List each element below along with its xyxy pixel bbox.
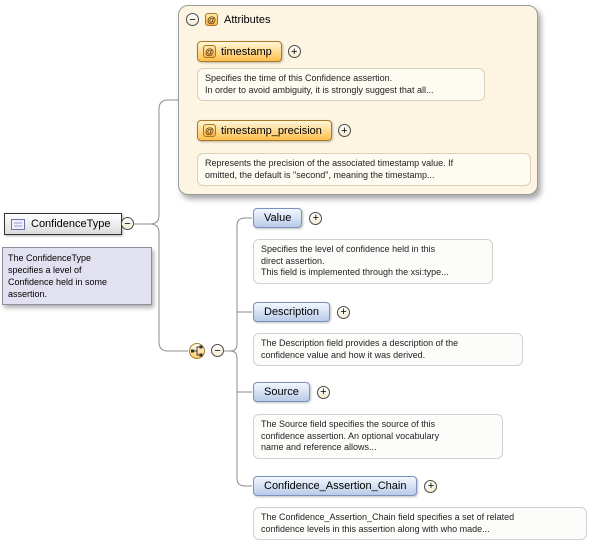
element-description[interactable]: Description xyxy=(253,302,331,322)
complextype-icon xyxy=(11,218,25,230)
element-confidence-assertion-chain[interactable]: Confidence_Assertion_Chain xyxy=(253,476,418,496)
element-description-expand-toggle[interactable]: + xyxy=(337,305,351,319)
attribute-icon: @ xyxy=(203,124,216,137)
attributes-collapse-toggle[interactable]: − xyxy=(186,13,199,26)
element-source[interactable]: Source xyxy=(253,382,310,402)
attributes-panel-header: − @ Attributes xyxy=(186,13,270,26)
attributes-panel: − @ Attributes @ timestamp + Specifies t… xyxy=(178,5,538,195)
element-row-description: Description + xyxy=(253,302,351,322)
sequence-collapse-toggle[interactable]: − xyxy=(211,344,224,357)
element-row-confidence-assertion-chain: Confidence_Assertion_Chain + xyxy=(253,476,438,496)
attribute-timestamp-precision-doc: Represents the precision of the associat… xyxy=(197,153,531,186)
attribute-row-timestamp-precision: @ timestamp_precision + xyxy=(197,120,351,141)
attributes-panel-title: Attributes xyxy=(224,13,271,26)
element-source-expand-toggle[interactable]: + xyxy=(316,385,330,399)
attribute-icon: @ xyxy=(203,45,216,58)
attribute-group-icon: @ xyxy=(205,13,218,26)
element-value-doc: Specifies the level of confidence held i… xyxy=(253,239,493,284)
attribute-timestamp-precision-expand-toggle[interactable]: + xyxy=(337,124,351,137)
attribute-name: timestamp xyxy=(221,45,272,58)
element-value-expand-toggle[interactable]: + xyxy=(309,211,323,225)
element-confidence-assertion-chain-doc: The Confidence_Assertion_Chain field spe… xyxy=(253,507,587,540)
root-element-label: ConfidenceType xyxy=(31,218,111,230)
sequence-compositor-icon[interactable] xyxy=(188,342,206,360)
attribute-timestamp-doc: Specifies the time of this Confidence as… xyxy=(197,68,485,101)
element-description-doc: The Description field provides a descrip… xyxy=(253,333,523,366)
element-confidence-assertion-chain-expand-toggle[interactable]: + xyxy=(424,479,438,493)
root-annotation: The ConfidenceType specifies a level of … xyxy=(2,247,152,305)
element-row-value: Value + xyxy=(253,208,323,228)
element-row-source: Source + xyxy=(253,382,330,402)
element-value[interactable]: Value xyxy=(253,208,303,228)
attribute-row-timestamp: @ timestamp + xyxy=(197,41,301,62)
attribute-timestamp[interactable]: @ timestamp xyxy=(197,41,282,62)
attribute-timestamp-expand-toggle[interactable]: + xyxy=(287,45,301,58)
attribute-name: timestamp_precision xyxy=(221,124,322,137)
root-collapse-toggle[interactable]: − xyxy=(121,217,134,230)
attribute-timestamp-precision[interactable]: @ timestamp_precision xyxy=(197,120,332,141)
element-source-doc: The Source field specifies the source of… xyxy=(253,414,503,459)
root-element-confidencetype[interactable]: ConfidenceType xyxy=(4,213,122,235)
